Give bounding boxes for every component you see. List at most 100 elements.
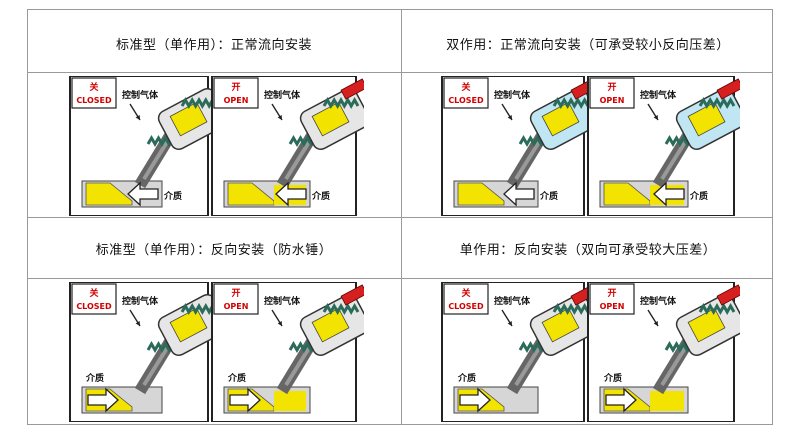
- state-tag-cn: 关: [461, 81, 470, 93]
- actuator-piston: [687, 101, 726, 137]
- actuator-piston: [311, 307, 350, 343]
- spring-icon: [552, 302, 590, 316]
- medium-flow-arrow-icon: [127, 181, 159, 207]
- medium-label: 介质: [311, 190, 330, 202]
- control-gas-arrow-icon-head: [653, 321, 658, 326]
- control-gas-label: 控制气体: [264, 89, 301, 101]
- control-gas-arrow-icon-head: [507, 321, 512, 326]
- medium-flow-arrow-icon: [503, 181, 535, 207]
- grid-divider-2: [28, 217, 772, 218]
- spring-icon: [180, 96, 218, 110]
- figure-standard-normal: 关 CLOSED 控制气体介质 开 OPEN 控制气体介质: [68, 75, 371, 217]
- control-gas-arrow-icon-head: [507, 115, 512, 120]
- medium-flow-arrow-icon: [605, 387, 637, 413]
- actuator-piston: [169, 307, 208, 343]
- state-tag: [589, 283, 635, 315]
- state-tag-cn: 开: [607, 82, 616, 93]
- spring-icon: [698, 302, 736, 316]
- control-gas-arrow-icon-head: [277, 115, 282, 120]
- spring-icon: [698, 96, 736, 110]
- actuator-piston: [541, 101, 580, 137]
- control-gas-label: 控制气体: [122, 295, 159, 307]
- medium-label: 介质: [689, 190, 708, 202]
- state-tag: [589, 77, 635, 109]
- spring-icon: [180, 302, 218, 316]
- medium-through: [650, 391, 684, 411]
- valve-diagram-grid: 标准型（单作用）：正常流向安装 双作用：正常流向安装（可承受较小反向压差） 标准…: [27, 9, 773, 425]
- medium-label: 介质: [85, 372, 104, 384]
- control-gas-label: 控制气体: [494, 89, 531, 101]
- control-gas-label: 控制气体: [264, 295, 301, 307]
- cell-title-double-normal: 双作用：正常流向安装（可承受较小反向压差）: [446, 38, 730, 53]
- state-tag-en: OPEN: [224, 302, 249, 311]
- state-tag-en: CLOSED: [448, 96, 484, 105]
- spring-icon: [322, 96, 360, 110]
- grid-divider-1: [28, 72, 772, 73]
- state-tag: [443, 283, 489, 315]
- state-tag: [443, 77, 489, 109]
- medium-flow-arrow-icon: [87, 387, 119, 413]
- state-tag-en: CLOSED: [76, 302, 112, 311]
- state-tag: [71, 77, 117, 109]
- state-tag-cn: 关: [89, 81, 98, 93]
- grid-divider-3: [28, 278, 772, 279]
- figure-standard-reverse: 关 CLOSED 控制气体介质 开 OPEN 控制气体介质: [68, 281, 371, 423]
- cell-title-standard-reverse: 标准型（单作用）：反向安装（防水锤）: [95, 243, 333, 258]
- control-gas-label: 控制气体: [494, 295, 531, 307]
- medium-through: [274, 391, 306, 411]
- medium-label: 介质: [163, 190, 182, 202]
- state-tag-en: OPEN: [600, 302, 625, 311]
- medium-flow-arrow-icon: [653, 181, 685, 207]
- spring-icon: [322, 302, 360, 316]
- state-tag: [213, 77, 259, 109]
- actuator-piston: [169, 101, 208, 137]
- state-tag-cn: 开: [231, 82, 240, 93]
- medium-label: 介质: [227, 372, 246, 384]
- control-gas-arrow-icon-head: [135, 321, 140, 326]
- state-tag-cn: 开: [231, 288, 240, 299]
- medium-label: 介质: [457, 372, 476, 384]
- control-gas-arrow-icon-head: [653, 115, 658, 120]
- control-gas-label: 控制气体: [122, 89, 159, 101]
- medium-label: 介质: [603, 372, 622, 384]
- state-tag-en: OPEN: [600, 96, 625, 105]
- control-gas-arrow-icon-head: [277, 321, 282, 326]
- state-tag-en: OPEN: [224, 96, 249, 105]
- state-tag-cn: 关: [461, 287, 470, 299]
- spring-icon: [552, 96, 590, 110]
- medium-flow-arrow-icon: [229, 387, 261, 413]
- state-tag-cn: 关: [89, 287, 98, 299]
- cell-title-standard-normal: 标准型（单作用）：正常流向安装: [115, 38, 312, 53]
- state-tag-en: CLOSED: [448, 302, 484, 311]
- state-tag: [213, 283, 259, 315]
- figure-single-reverse: 关 CLOSED 控制气体介质 开 OPEN 控制气体介质: [440, 281, 747, 423]
- state-tag-cn: 开: [607, 288, 616, 299]
- medium-inlet: [457, 182, 505, 206]
- cell-title-single-reverse: 单作用：反向安装（双向可承受较大压差）: [459, 243, 717, 258]
- medium-label: 介质: [539, 190, 558, 202]
- medium-inlet: [85, 182, 133, 206]
- state-tag: [71, 283, 117, 315]
- actuator-piston: [687, 307, 726, 343]
- control-gas-label: 控制气体: [640, 89, 677, 101]
- figure-double-normal: 关 CLOSED 控制气体介质 开 OPEN 控制气体介质: [440, 75, 747, 217]
- actuator-piston: [541, 307, 580, 343]
- control-gas-label: 控制气体: [640, 295, 677, 307]
- medium-flow-arrow-icon: [459, 387, 491, 413]
- medium-flow-arrow-icon: [275, 181, 307, 207]
- state-tag-en: CLOSED: [76, 96, 112, 105]
- actuator-piston: [311, 101, 350, 137]
- control-gas-arrow-icon-head: [135, 115, 140, 120]
